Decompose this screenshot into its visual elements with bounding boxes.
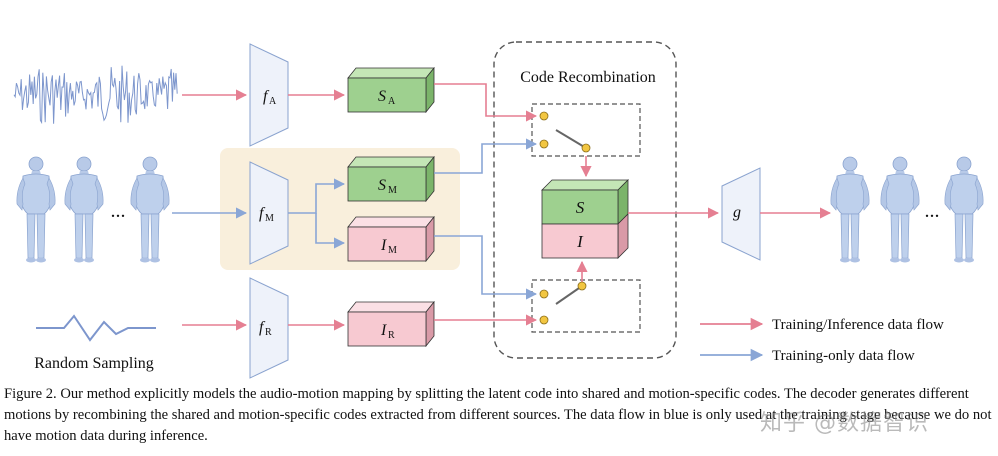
svg-text:f: f (259, 319, 266, 336)
svg-text:g: g (733, 204, 741, 221)
svg-text:f: f (263, 88, 270, 105)
svg-text:M: M (265, 213, 274, 224)
svg-text:S: S (378, 88, 386, 105)
code-box-shared-audio: S A (347, 66, 435, 114)
watermark: 知乎 @数据智识 (760, 411, 929, 436)
svg-text:S: S (378, 177, 386, 194)
specific-code-label: I (576, 232, 584, 251)
output-ellipsis: ... (925, 200, 940, 222)
decoder: g (721, 167, 761, 261)
blue-flows (172, 138, 538, 300)
legend: Training/Inference data flow Training-on… (700, 317, 944, 364)
svg-text:M: M (388, 245, 397, 256)
encoder-audio: f A (249, 43, 289, 147)
svg-text:R: R (388, 330, 395, 341)
output-motion-figures (830, 156, 984, 263)
recombined-code-block: S I (541, 179, 629, 259)
code-recombination-label: Code Recombination (520, 69, 656, 86)
svg-text:I: I (380, 237, 387, 254)
legend-train-only: Training-only data flow (772, 348, 915, 364)
encoder-motion: f M (249, 161, 289, 265)
svg-text:M: M (388, 185, 397, 196)
audio-waveform (13, 65, 178, 125)
input-motion-figures (16, 156, 170, 263)
figure-caption: Figure 2. Our method explicitly models t… (4, 386, 992, 444)
encoder-random: f R (249, 277, 289, 379)
shared-code-label: S (576, 198, 585, 217)
svg-text:A: A (269, 96, 277, 107)
switch-top (539, 111, 591, 153)
svg-text:R: R (265, 327, 272, 338)
input-ellipsis: ... (111, 200, 126, 222)
svg-text:I: I (380, 322, 387, 339)
red-flows (182, 83, 832, 331)
code-box-specific-random: I R (347, 300, 435, 348)
code-box-specific-motion: I M (347, 215, 435, 263)
switch-bottom (539, 281, 587, 325)
legend-train-inference: Training/Inference data flow (772, 317, 944, 333)
svg-text:A: A (388, 96, 396, 107)
svg-text:f: f (259, 205, 266, 222)
code-box-shared-motion: S M (347, 155, 435, 203)
random-sampling-label: Random Sampling (34, 355, 154, 372)
random-sampling-curve (36, 314, 156, 342)
method-diagram: ... Random Sampling f A f M f R S A S M (13, 41, 984, 379)
